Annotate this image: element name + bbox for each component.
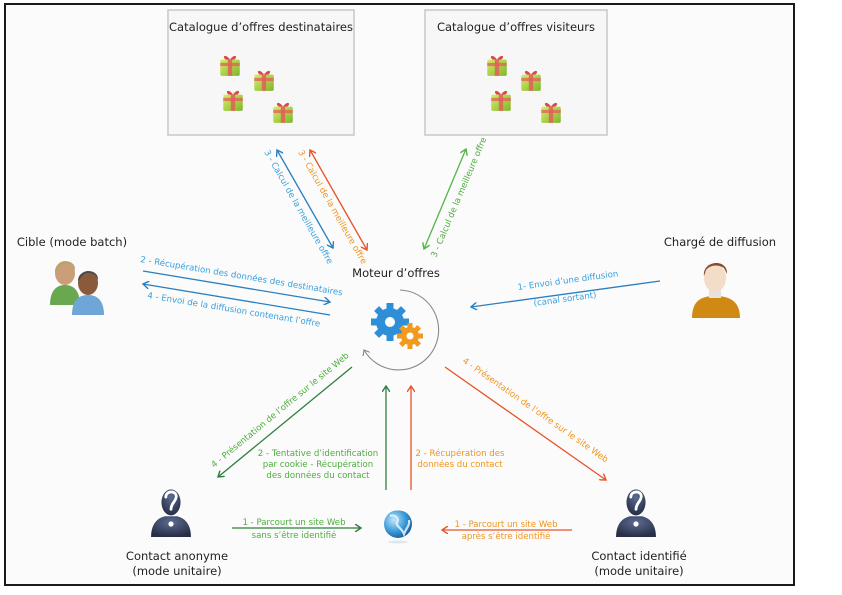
- anonymous-user-icon: [614, 487, 658, 537]
- catalog-title: Catalogue d’offres destinataires: [169, 20, 353, 34]
- actor-moteur: Moteur d’offres: [352, 266, 440, 371]
- svg-text:1- Envoi d’une diffusion: 1- Envoi d’une diffusion: [517, 269, 619, 293]
- flow-calcul-orange: 3 - Calcul de la meilleure offre: [295, 149, 368, 267]
- actor-label: Moteur d’offres: [352, 266, 440, 280]
- actor-label: (mode unitaire): [594, 564, 683, 578]
- actor-label: Contact identifié: [591, 549, 686, 563]
- svg-text:sans s’être identifié: sans s’être identifié: [252, 530, 337, 541]
- svg-text:après s’être identifié: après s’être identifié: [462, 531, 551, 542]
- anonymous-user-icon: [149, 487, 193, 537]
- diagram-frame: [4, 3, 795, 586]
- svg-text:par cookie - Récupération: par cookie - Récupération: [263, 459, 374, 470]
- gears-icon: [371, 303, 423, 349]
- actor-label: Cible (mode batch): [17, 235, 127, 249]
- flow-parcourt-anonyme: 1 - Parcourt un site Web sans s’être ide…: [232, 518, 361, 541]
- svg-text:3 - Calcul de la meilleure off: 3 - Calcul de la meilleure offre: [295, 149, 368, 267]
- flow-parcourt-identifie: 1 - Parcourt un site Web après s’être id…: [442, 520, 572, 542]
- svg-text:données du contact: données du contact: [417, 459, 503, 470]
- flow-envoi-diffusion: 1- Envoi d’une diffusion (canal sortant): [471, 269, 661, 309]
- actor-label: Contact anonyme: [126, 549, 228, 563]
- svg-text:1 - Parcourt un site Web: 1 - Parcourt un site Web: [454, 520, 557, 530]
- flow-calcul-green: 3 - Calcul de la meilleure offre: [424, 136, 489, 259]
- svg-text:2 - Récupération des: 2 - Récupération des: [415, 448, 505, 459]
- catalog-destinataires: Catalogue d’offres destinataires: [167, 9, 355, 136]
- flow-recup-contact: 2 - Récupération des données du contact: [411, 386, 505, 490]
- catalog-box: [424, 9, 608, 136]
- actor-cible: Cible (mode batch): [17, 235, 127, 315]
- actor-contact-anonyme: Contact anonyme (mode unitaire): [126, 487, 228, 578]
- actor-label: (mode unitaire): [132, 564, 221, 578]
- svg-text:3 - Calcul de la meilleure off: 3 - Calcul de la meilleure offre: [430, 136, 490, 259]
- catalog-title: Catalogue d’offres visiteurs: [437, 20, 595, 34]
- svg-text:2 - Tentative d’identification: 2 - Tentative d’identification: [258, 449, 378, 459]
- svg-text:1 - Parcourt un site Web: 1 - Parcourt un site Web: [242, 518, 345, 528]
- cycle-arrow: [364, 289, 440, 371]
- catalog-visiteurs: Catalogue d’offres visiteurs: [424, 9, 608, 136]
- flow-calcul-blue: 3 - Calcul de la meilleure offre: [261, 149, 334, 267]
- svg-text:2 - Récupération des données d: 2 - Récupération des données des destina…: [140, 254, 344, 298]
- actor-charge: Chargé de diffusion: [664, 235, 776, 318]
- svg-text:(canal sortant): (canal sortant): [533, 290, 597, 308]
- users-group-icon: [50, 261, 104, 315]
- flow-tentative-identification: 2 - Tentative d’identification par cooki…: [258, 386, 386, 490]
- svg-text:3 - Calcul de la meilleure off: 3 - Calcul de la meilleure offre: [261, 149, 334, 267]
- user-icon: [692, 262, 740, 318]
- actor-label: Chargé de diffusion: [664, 235, 776, 249]
- svg-text:4 - Envoi de la diffusion cont: 4 - Envoi de la diffusion contenant l’of…: [147, 291, 321, 329]
- svg-text:des données du contact: des données du contact: [266, 470, 370, 481]
- globe-icon: [384, 509, 413, 544]
- actor-contact-identifie: Contact identifié (mode unitaire): [591, 487, 687, 578]
